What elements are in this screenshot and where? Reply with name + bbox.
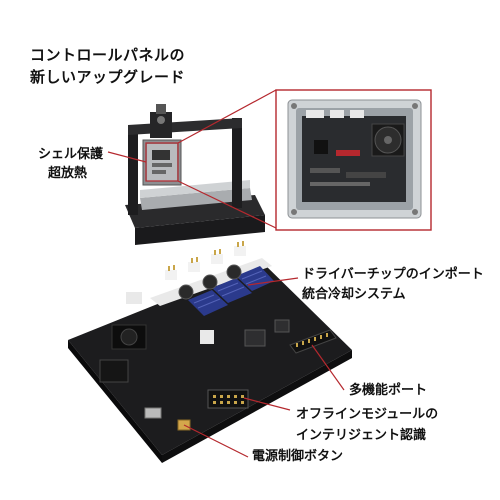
power-button-label: 電源制御ボタン xyxy=(252,449,344,464)
controller-shell-closeup xyxy=(287,99,422,219)
headline-line2: 新しいアップグレード xyxy=(30,68,186,86)
control-board-image xyxy=(68,241,352,463)
heat-dissipation-label: 超放熱 xyxy=(48,166,88,181)
callout-leaders xyxy=(183,277,345,458)
driver-chip-label: ドライバーチップのインポート xyxy=(302,267,484,282)
shell-protection-label: シェル保護 xyxy=(38,147,104,162)
intelligent-recognition-label: インテリジェント認識 xyxy=(296,428,427,443)
zoom-connector xyxy=(107,89,432,231)
multi-port-label: 多機能ポート xyxy=(349,383,428,398)
offline-module-label: オフラインモジュールの xyxy=(296,407,439,422)
cooling-system-label: 統合冷却システム xyxy=(302,287,406,302)
headline-line1: コントロールパネルの xyxy=(30,46,186,64)
cnc-machine-image xyxy=(125,104,265,245)
